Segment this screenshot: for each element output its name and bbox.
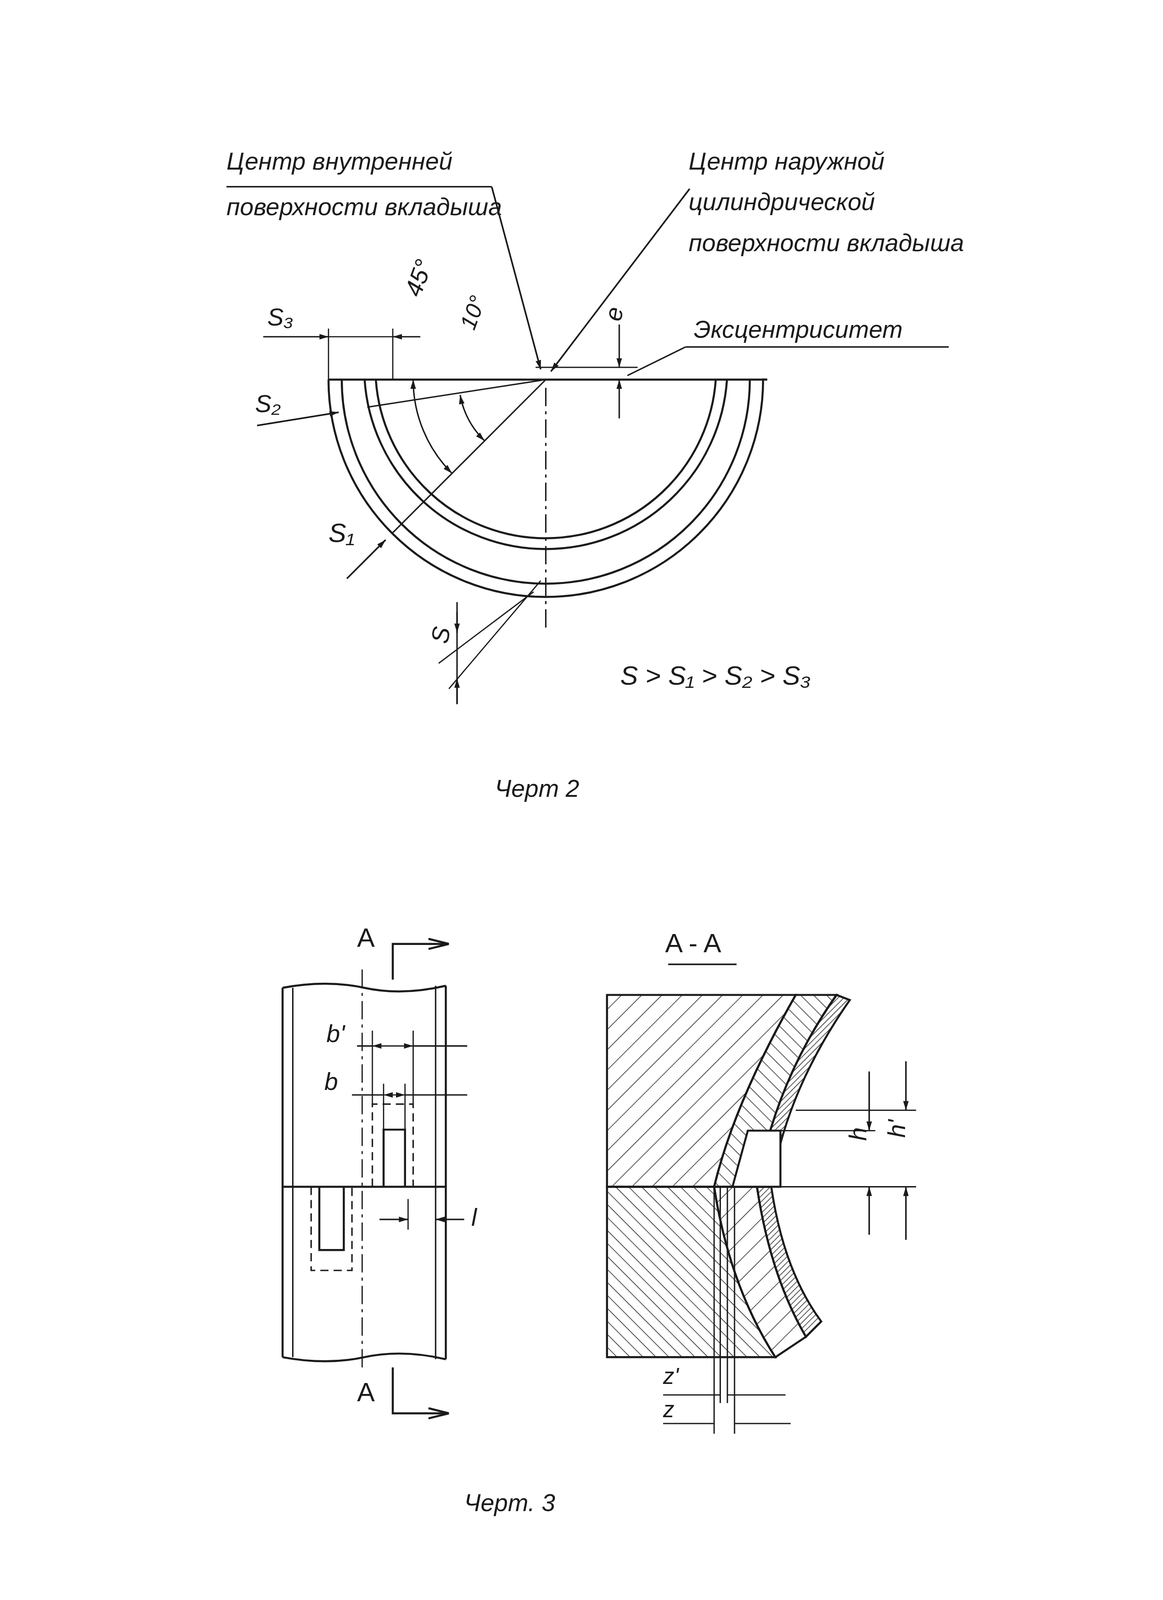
leader-label: Центр внутренней <box>226 148 453 175</box>
leader-label: Центр наружной <box>688 148 885 175</box>
figure-caption: Черт. 3 <box>464 1489 556 1517</box>
dimension-label: S₃ <box>267 303 294 331</box>
dimension-label: b' <box>326 1020 345 1048</box>
section-title: A - A <box>665 928 722 958</box>
dimension-label: z' <box>663 1363 679 1389</box>
dimension-label: S₂ <box>255 390 281 418</box>
dimension-label: b <box>324 1068 339 1096</box>
dimension-label: z <box>663 1397 675 1423</box>
section-mark: A <box>357 1377 376 1407</box>
dimension-label: l <box>471 1204 477 1231</box>
note-text: S > S₁ > S₂ > S₃ <box>620 661 811 691</box>
section-mark: A <box>357 923 376 953</box>
dimension-label: h' <box>883 1119 911 1138</box>
angle-dimension: 45° <box>400 256 438 301</box>
dimension-label: S <box>426 624 456 646</box>
leader-label: поверхности вкладыша <box>226 193 502 221</box>
leader-label: Эксцентриситет <box>693 316 903 344</box>
leader-label: цилиндрической <box>688 188 875 216</box>
angle-dimension: 10° <box>456 292 491 334</box>
leader-label: поверхности вкладыша <box>688 229 964 257</box>
dimension-label: S₁ <box>328 518 355 548</box>
dimension-label: h <box>844 1126 872 1141</box>
figure-caption: Черт 2 <box>494 775 580 803</box>
dimension-label: e <box>599 304 629 324</box>
